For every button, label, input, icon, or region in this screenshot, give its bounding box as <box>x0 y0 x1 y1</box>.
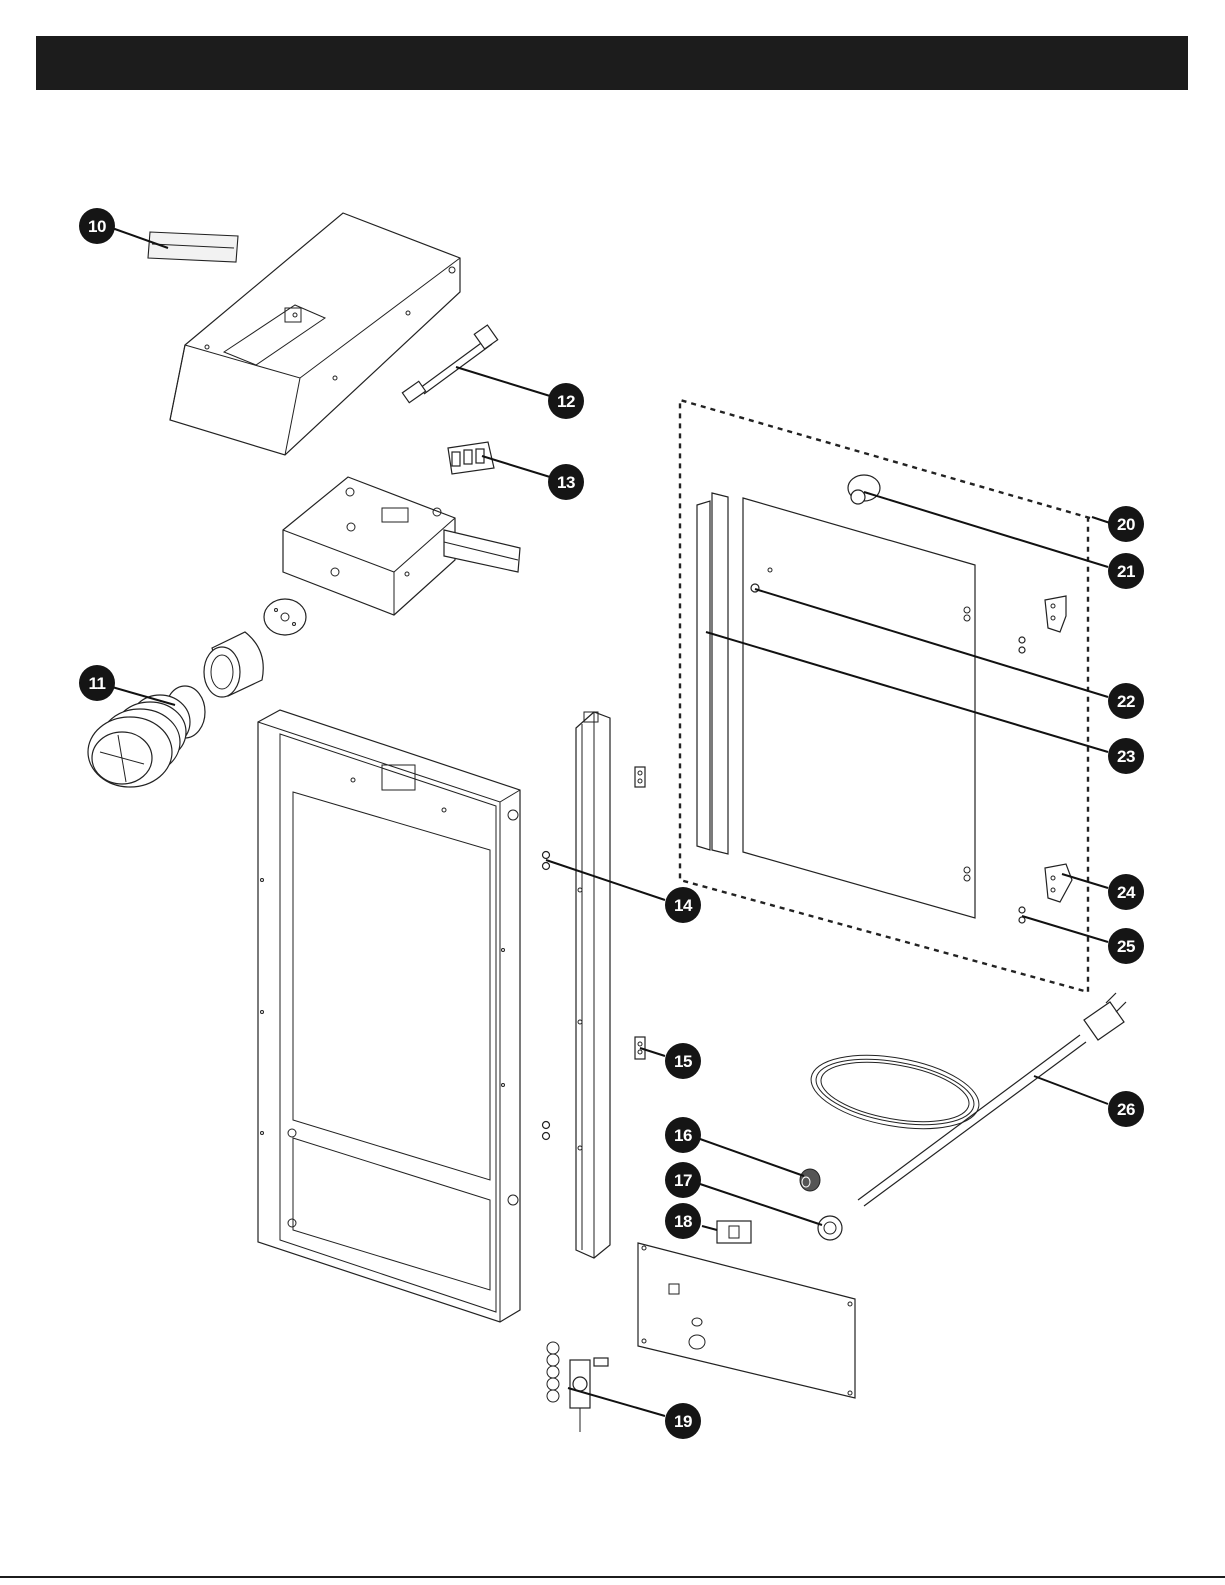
bracket-small-upper <box>635 767 645 787</box>
part-11-coil <box>88 686 205 787</box>
leader-26 <box>1034 1076 1108 1104</box>
callout-10-label: 10 <box>88 217 106 236</box>
callout-23-label: 23 <box>1117 747 1135 766</box>
part-17-strain-relief <box>818 1216 842 1240</box>
callout-16: 16 <box>665 1117 701 1153</box>
main-frame <box>258 710 520 1322</box>
callout-25: 25 <box>1108 928 1144 964</box>
sleeve <box>204 632 263 697</box>
callout-19-label: 19 <box>674 1412 692 1431</box>
callout-25-label: 25 <box>1117 937 1135 956</box>
leader-20 <box>1092 517 1110 523</box>
screws-upper-hinge <box>1019 637 1025 653</box>
leader-12 <box>456 367 550 396</box>
callout-14: 14 <box>665 887 701 923</box>
callout-21: 21 <box>1108 553 1144 589</box>
callout-15: 15 <box>665 1043 701 1079</box>
callout-22: 22 <box>1108 683 1144 719</box>
callout-16-label: 16 <box>674 1126 692 1145</box>
callout-19: 19 <box>665 1403 701 1439</box>
part-25-screws <box>1019 907 1025 923</box>
callout-18-label: 18 <box>674 1212 692 1231</box>
part-19-switch-assembly <box>547 1342 608 1432</box>
callout-17: 17 <box>665 1162 701 1198</box>
part-26-power-cord <box>805 993 1126 1206</box>
callout-20-label: 20 <box>1117 515 1135 534</box>
part-12-rod <box>402 325 497 403</box>
callout-17-label: 17 <box>674 1171 692 1190</box>
back-panel <box>638 1243 855 1398</box>
callout-10: 10 <box>79 208 115 244</box>
callout-11: 11 <box>79 665 115 701</box>
callout-20: 20 <box>1108 506 1144 542</box>
callout-22-label: 22 <box>1117 692 1135 711</box>
callout-23: 23 <box>1108 738 1144 774</box>
screws-lower-frame <box>543 1122 550 1140</box>
washer-plate <box>264 599 306 635</box>
part-10-label-strip <box>148 232 238 262</box>
callout-26-label: 26 <box>1117 1100 1135 1119</box>
leader-16 <box>700 1139 804 1176</box>
callout-11-label: 11 <box>89 674 106 693</box>
callout-21-label: 21 <box>1117 562 1135 581</box>
callout-14-label: 14 <box>674 896 693 915</box>
callout-24: 24 <box>1108 874 1144 910</box>
callout-24-label: 24 <box>1117 883 1136 902</box>
callout-12: 12 <box>548 383 584 419</box>
part-16-knob <box>800 1169 820 1191</box>
vertical-channel <box>576 712 610 1258</box>
callout-12-label: 12 <box>557 392 575 411</box>
callout-15-label: 15 <box>674 1052 692 1071</box>
callout-26: 26 <box>1108 1091 1144 1127</box>
junction-box <box>283 477 520 615</box>
part-23-door-rails <box>697 493 728 854</box>
hinge-upper <box>1045 596 1066 632</box>
callout-13-label: 13 <box>557 473 575 492</box>
callout-18: 18 <box>665 1203 701 1239</box>
door-panel <box>743 498 975 918</box>
footer-rule <box>0 1576 1225 1578</box>
callout-13: 13 <box>548 464 584 500</box>
leader-17 <box>700 1184 822 1225</box>
leader-18 <box>702 1226 717 1230</box>
leader-25 <box>1022 916 1108 942</box>
part-18-label <box>717 1221 751 1243</box>
part-24-hinge <box>1045 864 1072 902</box>
part-21-knob <box>848 475 880 504</box>
